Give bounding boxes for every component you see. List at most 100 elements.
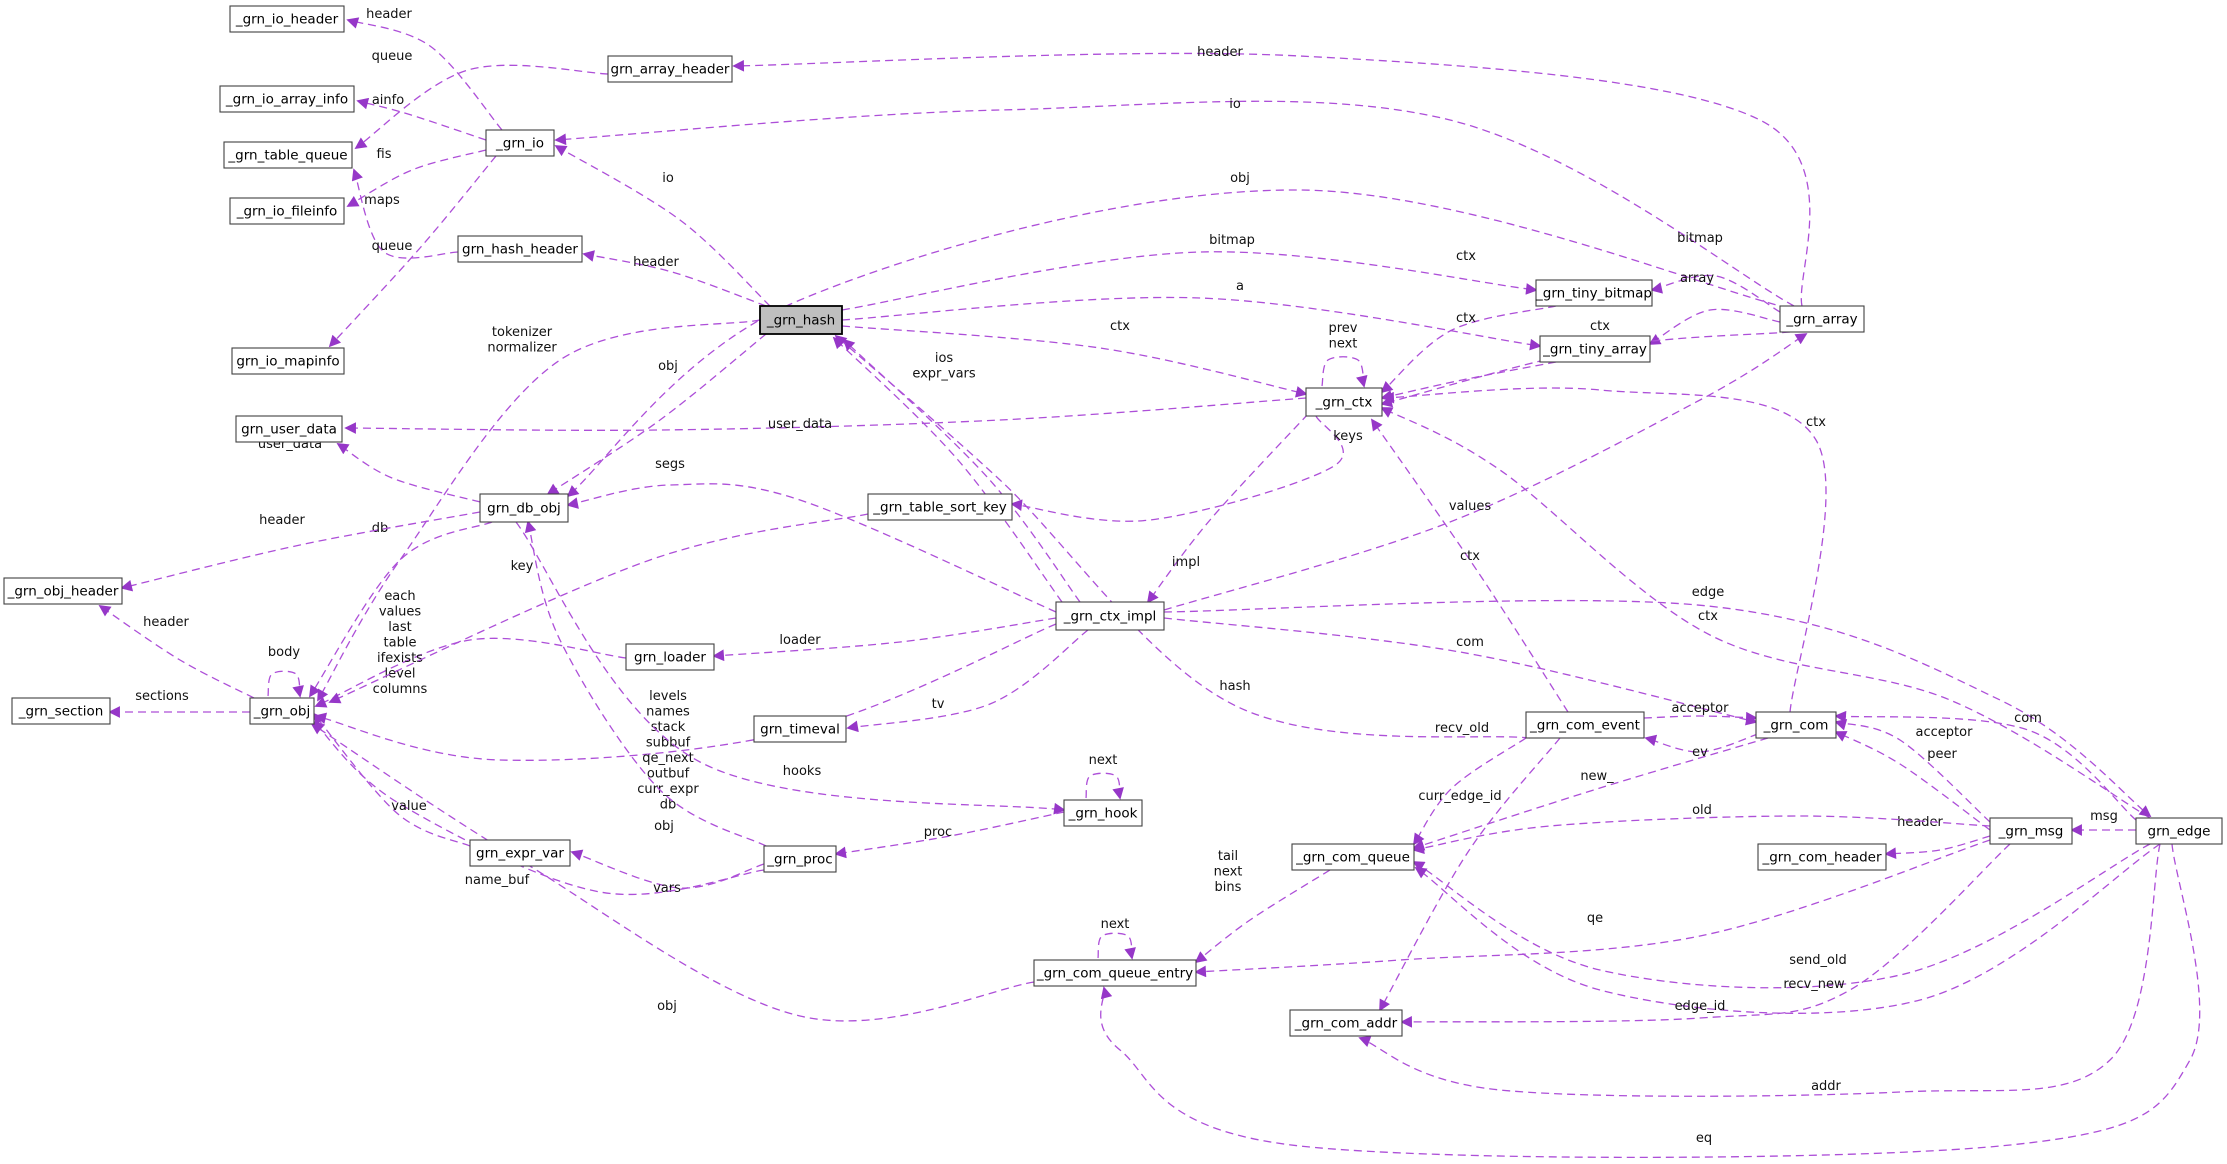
node-grn_com_header[interactable]: _grn_com_header: [1757, 843, 1887, 871]
node-grn_com[interactable]: _grn_com: [1755, 711, 1837, 739]
edge-label: recv_new: [1783, 977, 1845, 992]
edge-grn_ctx_impl-grn_edge: edge: [1163, 585, 2152, 818]
node-grn_io_mapinfo[interactable]: grn_io_mapinfo: [231, 347, 345, 375]
edge-label: obj: [1230, 171, 1250, 186]
node-grn_hash[interactable]: _grn_hash: [759, 305, 843, 335]
edge-grn_tiny_array-grn_ctx: ctx: [1380, 311, 1557, 402]
node-label: _grn_obj: [253, 704, 311, 720]
edge-label: name_buf: [465, 873, 530, 888]
edge-label: a: [1236, 279, 1244, 294]
edge-grn_hook-grn_hook: next: [1085, 753, 1124, 800]
edge-label: header: [259, 513, 305, 528]
edge-grn_expr_var-grn_obj: value: [312, 712, 471, 847]
node-label: _grn_com_addr: [1294, 1016, 1398, 1032]
edge-label: obj: [657, 999, 677, 1014]
node-label: _grn_io_header: [235, 12, 339, 28]
edge-grn_table_sort_key-grn_obj: key: [328, 513, 869, 704]
edge-label: header: [1897, 815, 1943, 830]
edge-label: sections: [135, 689, 189, 704]
edge-label: io: [662, 171, 674, 186]
edge-grn_edge-grn_ctx: ctx: [1380, 407, 2151, 819]
node-label: _grn_proc: [766, 852, 832, 868]
node-label: grn_edge: [2148, 824, 2211, 840]
edge-grn_edge-grn_com: com: [1834, 710, 2137, 821]
edge-label: ctx: [1456, 311, 1476, 326]
edge-label: keys: [1333, 429, 1363, 444]
node-grn_user_data[interactable]: grn_user_data: [235, 415, 343, 443]
node-grn_com_queue[interactable]: _grn_com_queue: [1291, 843, 1415, 871]
node-grn_table_queue[interactable]: _grn_table_queue: [223, 141, 353, 169]
node-label: _grn_msg: [1998, 824, 2064, 840]
edge-label: bitmap: [1677, 231, 1723, 246]
edge-label: new_: [1580, 769, 1614, 784]
node-grn_com_event[interactable]: _grn_com_event: [1525, 711, 1645, 739]
node-grn_proc[interactable]: _grn_proc: [763, 845, 837, 873]
edge-grn_obj-grn_obj: body: [267, 645, 304, 698]
edge-grn_msg-grn_com: peer: [1834, 731, 1991, 831]
edge-label: header: [143, 615, 189, 630]
node-grn_obj[interactable]: _grn_obj: [249, 697, 315, 725]
node-grn_tiny_bitmap[interactable]: _grn_tiny_bitmap: [1535, 279, 1653, 307]
node-grn_hook[interactable]: _grn_hook: [1063, 799, 1143, 827]
node-grn_io_header[interactable]: _grn_io_header: [229, 5, 345, 33]
node-grn_io_array_info[interactable]: _grn_io_array_info: [219, 85, 355, 113]
node-grn_com_addr[interactable]: _grn_com_addr: [1289, 1009, 1403, 1037]
node-label: _grn_table_sort_key: [872, 500, 1006, 516]
node-grn_expr_var[interactable]: grn_expr_var: [469, 839, 571, 867]
edge-label: ctx: [1456, 249, 1476, 264]
node-grn_section[interactable]: _grn_section: [11, 697, 111, 725]
edge-label: header: [1197, 45, 1243, 60]
edge-label: vars: [653, 881, 681, 896]
edge-grn_db_obj-grn_obj_header: header: [120, 511, 481, 592]
edge-grn_msg-grn_com_queue: old: [1412, 803, 1991, 855]
node-grn_array[interactable]: _grn_array: [1779, 305, 1865, 333]
edge-label: tv: [932, 697, 945, 712]
node-label: _grn_hook: [1068, 806, 1138, 822]
edge-grn_edge-grn_com_queue: recv_new: [1414, 843, 2161, 1014]
edge-label: array: [1680, 271, 1714, 286]
node-grn_io[interactable]: _grn_io: [485, 129, 555, 157]
edge-grn_ctx_impl-grn_com: com: [1163, 617, 1758, 726]
edge-grn_array_header-grn_table_queue: queue: [354, 49, 609, 150]
edge-grn_ctx_impl-grn_loader: loader: [712, 617, 1057, 662]
node-grn_hash_header[interactable]: grn_hash_header: [457, 235, 583, 263]
node-label: _grn_tiny_array: [1542, 342, 1647, 358]
node-grn_array_header[interactable]: grn_array_header: [607, 55, 733, 83]
edge-grn_ctx_impl-grn_db_obj: segs: [566, 457, 1057, 613]
node-grn_obj_header[interactable]: _grn_obj_header: [3, 577, 123, 605]
edge-grn_ctx-grn_table_sort_key: keys: [1010, 415, 1363, 522]
edge-grn_io-grn_io_array_info: ainfo: [356, 93, 487, 141]
node-grn_tiny_array[interactable]: _grn_tiny_array: [1539, 335, 1651, 363]
node-label: _grn_io: [495, 136, 544, 152]
edge-grn_com-grn_ctx: ctx: [1382, 387, 1827, 713]
edge-grn_msg-grn_com_queue_entry: qe: [1194, 839, 1991, 978]
edge-label: send_old: [1789, 953, 1847, 968]
node-grn_com_queue_entry[interactable]: _grn_com_queue_entry: [1033, 959, 1197, 987]
node-grn_ctx_impl[interactable]: _grn_ctx_impl: [1055, 601, 1165, 631]
node-grn_timeval[interactable]: grn_timeval: [753, 715, 847, 743]
node-grn_io_fileinfo[interactable]: _grn_io_fileinfo: [229, 197, 345, 225]
edge-label: edge_id: [1675, 999, 1726, 1014]
edge-grn_proc-grn_obj: name_buf: [312, 720, 765, 896]
node-label: _grn_ctx_impl: [1063, 609, 1157, 625]
node-grn_loader[interactable]: grn_loader: [625, 643, 715, 671]
edge-grn_array-grn_db_obj: obj: [566, 171, 1789, 498]
edge-label: com: [2014, 711, 2042, 726]
edge-grn_io-grn_io_header: header: [346, 7, 503, 131]
node-label: _grn_com_queue: [1295, 850, 1410, 866]
edge-grn_proc-grn_expr_var: vars: [570, 849, 765, 896]
node-grn_db_obj[interactable]: grn_db_obj: [479, 493, 569, 523]
node-label: _grn_hash: [766, 313, 835, 329]
node-grn_msg[interactable]: _grn_msg: [1989, 817, 2073, 845]
node-grn_edge[interactable]: grn_edge: [2135, 817, 2223, 845]
node-grn_table_sort_key[interactable]: _grn_table_sort_key: [867, 493, 1013, 521]
node-grn_ctx[interactable]: _grn_ctx: [1305, 387, 1383, 417]
edge-grn_ctx-grn_ctx_impl: impl: [1146, 413, 1309, 604]
edge-label: ctx: [1110, 319, 1130, 334]
edge-label: body: [268, 645, 300, 660]
edge-grn_ctx_impl-grn_array: values: [1163, 333, 1808, 611]
